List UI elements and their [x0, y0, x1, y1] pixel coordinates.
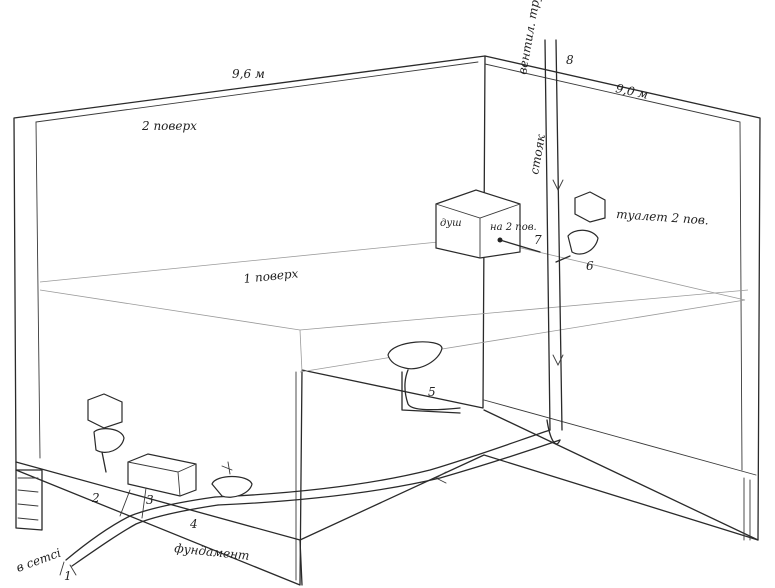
shower-box	[435, 189, 541, 259]
ground-toilet	[87, 393, 125, 473]
number-7: 7	[534, 233, 542, 247]
number-1: 1	[64, 569, 72, 583]
toilet-floor2	[555, 191, 606, 263]
dim-left-label: 9,6 м	[232, 67, 265, 81]
right-wall	[483, 55, 761, 541]
number-3: 3	[146, 493, 154, 507]
riser-label: стояк	[527, 132, 548, 175]
vent-pipe-label: вентил. труба	[515, 0, 546, 76]
ground-bathtub	[127, 453, 197, 497]
sewer-label: в сетсі	[14, 546, 63, 575]
washbasin	[387, 341, 461, 414]
foundation-label: фундамент	[174, 541, 250, 563]
floor1-label: 1 поверх	[243, 266, 299, 286]
riser-pipe	[544, 39, 564, 445]
main-drain	[214, 429, 561, 506]
floor2-label: 2 поверх	[141, 119, 197, 133]
number-6: 6	[586, 259, 594, 273]
number-4: 4	[189, 517, 198, 531]
intermediate-floor	[39, 237, 749, 373]
sewer-outlet	[59, 487, 219, 576]
ground-basin	[211, 461, 253, 498]
number-2: 2	[91, 491, 100, 505]
left-wall	[13, 55, 486, 586]
foundation-band	[15, 454, 759, 586]
to-floor2-label: на 2 пов.	[490, 222, 537, 233]
dim-right-label: 9,0 м	[614, 81, 649, 102]
toilet-floor2-label: туалет 2 пов.	[616, 207, 709, 227]
shower-label: душ	[440, 218, 462, 229]
number-8: 8	[566, 53, 574, 67]
number-5: 5	[428, 385, 436, 399]
